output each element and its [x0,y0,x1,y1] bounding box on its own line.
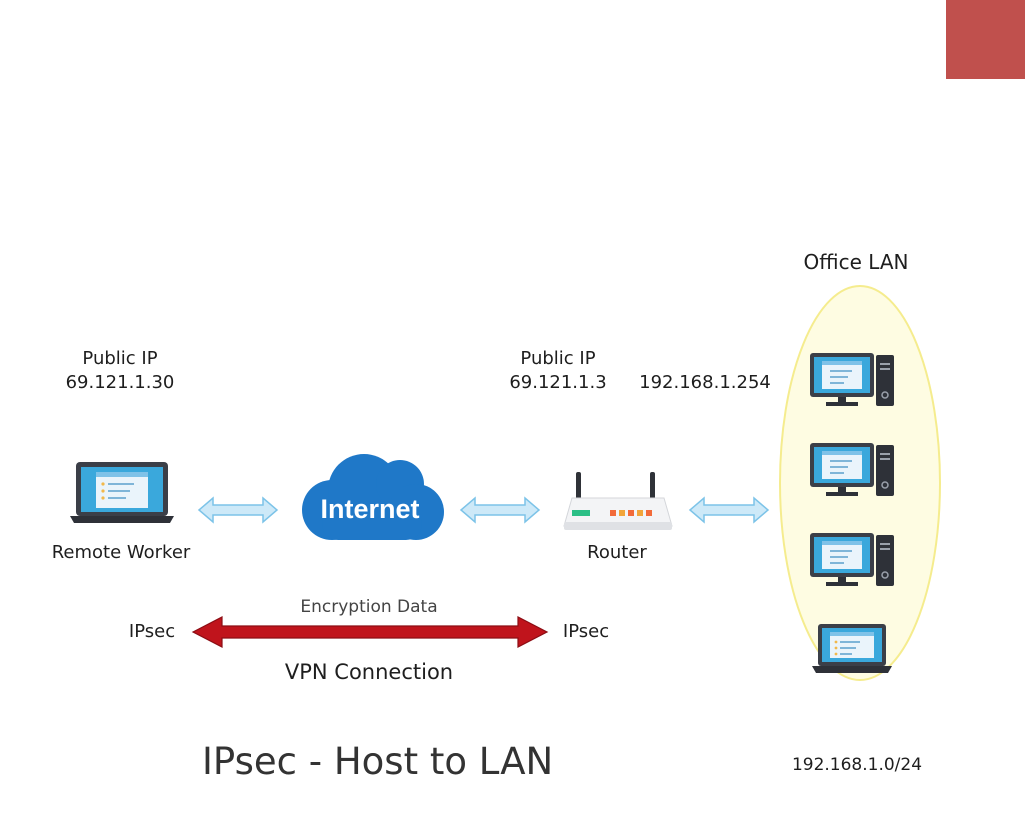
router-lan-ip: 192.168.1.254 [639,372,771,393]
laptop-icon [812,624,892,674]
vpn-arrow-caption: Encryption Data [300,597,437,617]
link-arrow-router-lan [689,496,769,524]
remote-worker-ip: 69.121.1.30 [66,372,175,393]
router-icon [564,470,672,532]
link-arrow-laptop-internet [198,496,278,524]
vpn-left-endpoint: IPsec [129,621,175,642]
diagram-title: IPsec - Host to LAN [202,740,553,783]
office-lan-subnet: 192.168.1.0/24 [792,755,922,775]
desktop-computer-icon [810,443,896,497]
desktop-computer-icon [810,353,896,407]
vpn-tunnel-arrow [192,616,548,648]
laptop-icon [70,462,174,524]
router-label: Router [587,542,647,563]
link-arrow-internet-router [460,496,540,524]
remote-worker-ip-heading: Public IP [82,348,157,369]
router-ip-heading: Public IP [520,348,595,369]
office-lan-heading: Office LAN [804,250,909,274]
desktop-computer-icon [810,533,896,587]
vpn-right-endpoint: IPsec [563,621,609,642]
remote-worker-label: Remote Worker [52,542,191,563]
vpn-connection-label: VPN Connection [285,660,453,684]
router-ip: 69.121.1.3 [509,372,606,393]
internet-label: Internet [320,494,419,525]
